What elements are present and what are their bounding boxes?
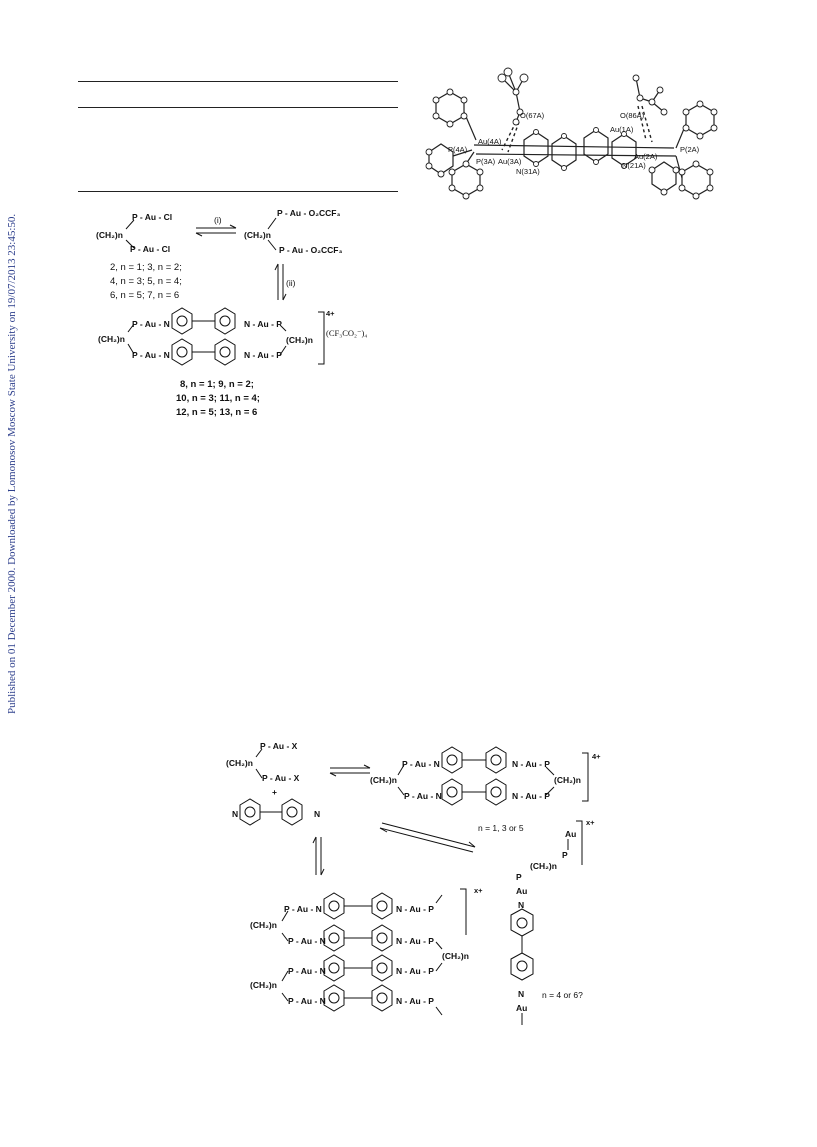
macrocycle-bottom-left: P - Au - N [132, 350, 170, 360]
stack-2-left: P - Au - N [288, 936, 326, 946]
svg-text:P(4A): P(4A) [448, 145, 468, 154]
halide-ch2n: (CH₂)n [226, 758, 253, 768]
polymer-n-bottom: N [518, 989, 524, 999]
stack-1-left: P - Au - N [284, 904, 322, 914]
polymer-p-mid: P [516, 872, 522, 882]
macrocycle-charge: 4+ [326, 309, 335, 318]
stack-3-left: P - Au - N [288, 966, 326, 976]
step-i-label: (i) [214, 215, 222, 225]
svg-text:P(2A): P(2A) [680, 145, 700, 154]
svg-text:Au(1A): Au(1A) [610, 125, 634, 134]
halide-top-label: P - Au - X [260, 741, 298, 751]
macro-tr: N - Au - P [512, 759, 550, 769]
stack-3-right: N - Au - P [396, 966, 434, 976]
scheme-2: P - Au - X P - Au - X (CH₂)n + N N P - A… [226, 741, 601, 1025]
step-ii-label: (ii) [286, 278, 296, 288]
svg-text:Au(3A): Au(3A) [498, 157, 522, 166]
table-mid-rule [78, 107, 398, 108]
stack-2-right: N - Au - P [396, 936, 434, 946]
svg-text:O(86A): O(86A) [620, 111, 645, 120]
download-notice: Published on 01 December 2000. Downloade… [6, 213, 18, 714]
product-list-line3: 12, n = 5; 13, n = 6 [176, 407, 257, 418]
bipy-n-left: N [232, 809, 238, 819]
stack-ch2n-left-1: (CH₂)n [250, 920, 277, 930]
macro-ch2n-left: (CH₂)n [370, 775, 397, 785]
polymer-au-top: Au [565, 829, 576, 839]
macrocycle-top-left: P - Au - N [132, 319, 170, 329]
macrocycle-top-right: N - Au - P [244, 319, 282, 329]
stack-ch2n-right: (CH₂)n [442, 951, 469, 961]
table-top-rule [78, 81, 398, 82]
macro-tl: P - Au - N [402, 759, 440, 769]
stack-charge: x+ [474, 886, 483, 895]
trifluoroacetate-ch2n: (CH₂)n [244, 230, 271, 240]
plus-sign: + [272, 787, 277, 797]
product-list-line2: 10, n = 3; 11, n = 4; [176, 393, 260, 404]
svg-text:Au(4A): Au(4A) [478, 137, 502, 146]
trifluoroacetate-bottom-label: P - Au - O₂CCF₃ [279, 245, 342, 255]
polymer-p-top: P [562, 850, 568, 860]
product-list-line1: 8, n = 1; 9, n = 2; [180, 379, 254, 390]
bipy-n-right: N [314, 809, 320, 819]
polymer-charge: x+ [586, 818, 595, 827]
crystal-structure-figure: O(67A) O(86A) Au(4A) Au(1A) P(4A) P(3A) … [425, 67, 718, 200]
polymer-au-bottom: Au [516, 1003, 527, 1013]
polymer-n-top: N [518, 900, 524, 910]
scheme-1: P - Au - Cl P - Au - Cl (CH₂)n (i) P - A… [96, 208, 367, 418]
table-bottom-rule [78, 191, 398, 192]
svg-text:O(67A): O(67A) [520, 111, 545, 120]
stack-1-right: N - Au - P [396, 904, 434, 914]
macrocycle-bottom-right: N - Au - P [244, 350, 282, 360]
svg-text:Au(2A): Au(2A) [634, 152, 658, 161]
svg-text:P(3A): P(3A) [476, 157, 496, 166]
dichloride-ch2n: (CH₂)n [96, 230, 123, 240]
macrocycle-ch2n-right: (CH₂)n [286, 335, 313, 345]
polymer-condition: n = 4 or 6? [542, 990, 583, 1000]
macrocycle-ch2n-left: (CH₂)n [98, 334, 125, 344]
stack-4-left: P - Au - N [288, 996, 326, 1006]
stack-ch2n-left-2: (CH₂)n [250, 980, 277, 990]
macro-ch2n-right: (CH₂)n [554, 775, 581, 785]
svg-text:N(31A): N(31A) [516, 167, 540, 176]
stack-4-right: N - Au - P [396, 996, 434, 1006]
compound-list-line2: 4, n = 3; 5, n = 4; [110, 276, 182, 287]
polymer-au-mid: Au [516, 886, 527, 896]
macro-condition: n = 1, 3 or 5 [478, 823, 524, 833]
counterion-label: (CF₃CO₂⁻)₄ [326, 328, 367, 338]
compound-list-line1: 2, n = 1; 3, n = 2; [110, 262, 182, 273]
compound-list-line3: 6, n = 5; 7, n = 6 [110, 290, 179, 301]
macro-br: N - Au - P [512, 791, 550, 801]
dichloride-top-label: P - Au - Cl [132, 212, 172, 222]
svg-text:N(21A): N(21A) [622, 161, 646, 170]
macro-bl: P - Au - N [404, 791, 442, 801]
dichloride-bottom-label: P - Au - Cl [130, 244, 170, 254]
trifluoroacetate-top-label: P - Au - O₂CCF₃ [277, 208, 340, 218]
polymer-ch2n: (CH₂)n [530, 861, 557, 871]
macro-charge: 4+ [592, 752, 601, 761]
halide-bottom-label: P - Au - X [262, 773, 300, 783]
